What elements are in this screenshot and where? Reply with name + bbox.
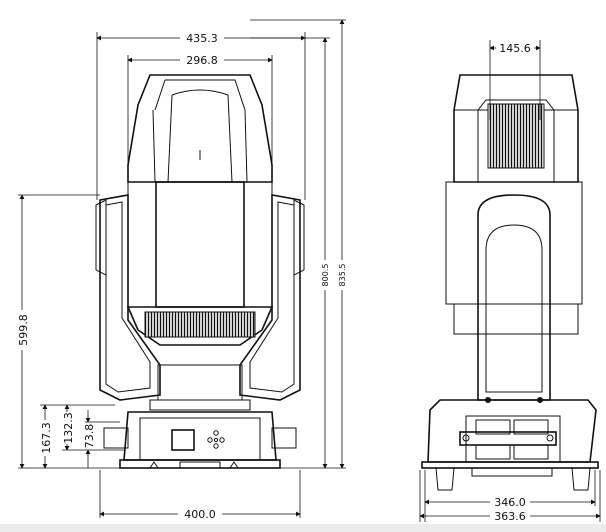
head-hood <box>127 74 273 183</box>
side-yoke <box>477 194 551 401</box>
dim-599: 599.8 <box>17 314 30 346</box>
dim-132: 132.3 <box>62 412 75 444</box>
control-buttons <box>207 430 225 449</box>
bottom-strip <box>0 524 606 532</box>
front-dimensions: 435.3 296.8 800.5 835.5 599.8 167.3 <box>15 19 348 521</box>
side-fins <box>445 181 583 305</box>
side-base <box>427 399 597 463</box>
dim-346: 346.0 <box>494 496 526 509</box>
right-fins <box>243 181 273 308</box>
side-view: 145.6 346.0 363.6 <box>419 40 601 523</box>
dim-835: 835.5 <box>338 264 347 287</box>
dim-73: 73.8 <box>83 424 96 449</box>
dim-800: 800.5 <box>321 264 330 287</box>
dim-363: 363.6 <box>494 510 526 523</box>
dim-145: 145.6 <box>499 42 531 55</box>
display-screen <box>171 429 195 451</box>
left-arm <box>99 194 161 401</box>
front-lens-panel <box>155 181 245 308</box>
left-fins <box>127 181 157 308</box>
side-dimensions: 145.6 346.0 363.6 <box>419 40 601 523</box>
dim-167: 167.3 <box>40 422 53 454</box>
front-view: 435.3 296.8 800.5 835.5 599.8 167.3 <box>15 19 348 521</box>
dim-296: 296.8 <box>186 54 218 67</box>
right-arm <box>239 194 301 401</box>
dim-435: 435.3 <box>186 32 218 45</box>
base <box>123 411 277 461</box>
dim-400: 400.0 <box>184 508 216 521</box>
